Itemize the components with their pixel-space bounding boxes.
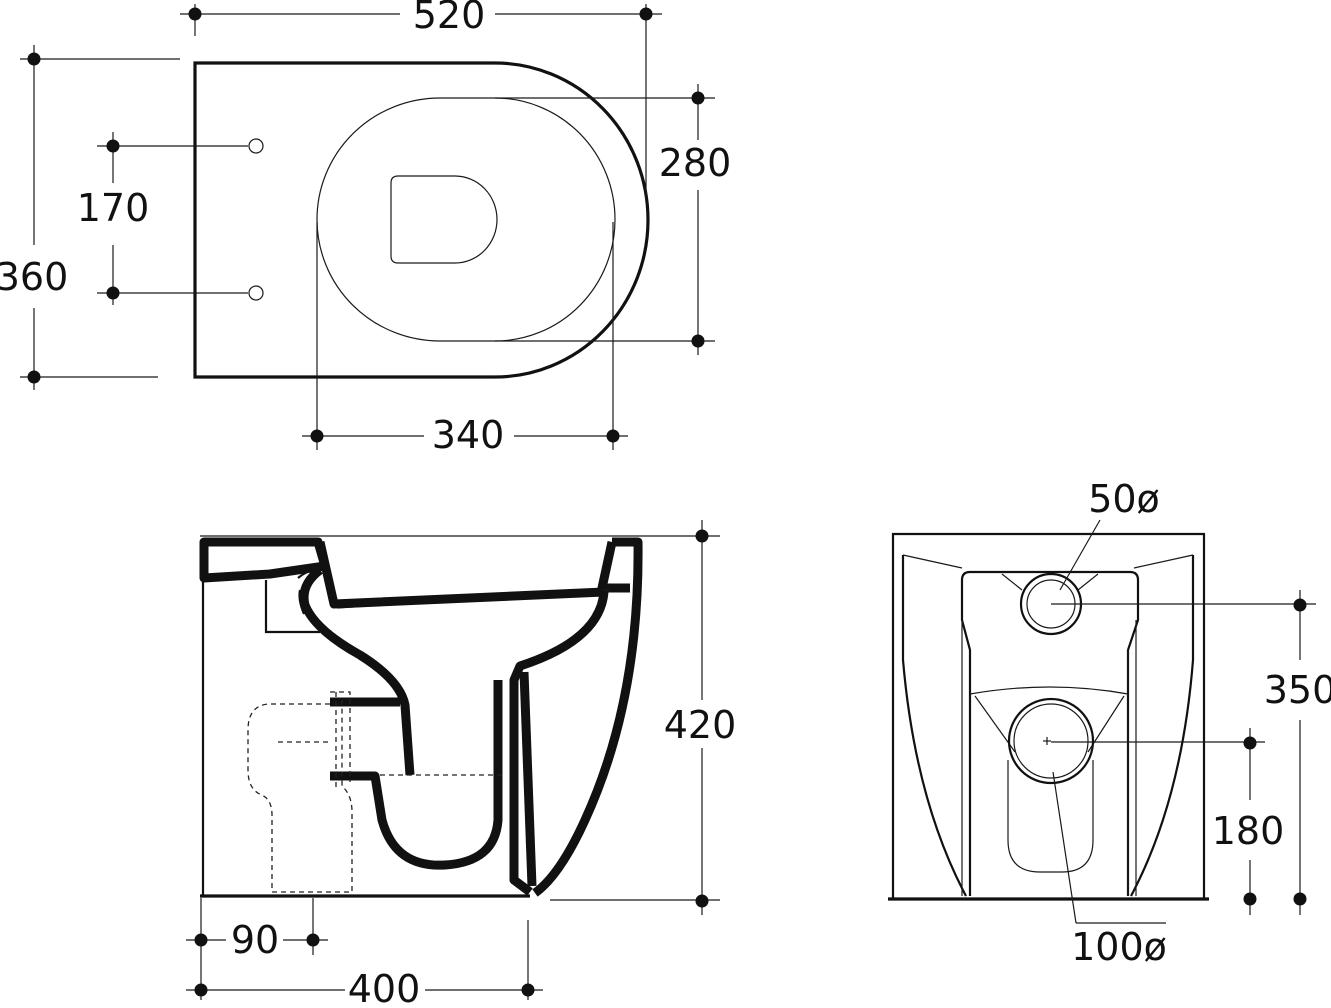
dim-180-label: 180 <box>1212 809 1285 853</box>
outlet-100-inner <box>1013 703 1089 779</box>
rear-view: 50ø 350 180 100ø <box>888 477 1331 969</box>
dim-90-label: 90 <box>231 918 279 962</box>
dim-360-label: 360 <box>0 255 68 299</box>
fixing-hole-upper <box>248 138 264 154</box>
outlet-100-outer <box>1007 697 1095 785</box>
dim-340-label: 340 <box>432 413 505 457</box>
top-view: 520 360 170 280 340 <box>0 0 731 457</box>
dim-50-diameter-label: 50ø <box>1088 477 1160 521</box>
dim-420-label: 420 <box>664 703 737 747</box>
dim-100-diameter-label: 100ø <box>1071 925 1167 969</box>
dim-280-label: 280 <box>659 141 732 185</box>
side-view: 420 90 400 <box>186 520 736 1008</box>
top-view-drain-opening <box>390 175 498 264</box>
side-view-trapway <box>509 591 609 896</box>
top-view-outline <box>193 61 650 379</box>
dim-400-label: 400 <box>348 967 421 1008</box>
top-view-bowl-rim <box>316 97 616 342</box>
dim-350-label: 350 <box>1264 668 1331 712</box>
rear-view-outline <box>891 532 1206 899</box>
fixing-hole-lower <box>248 285 264 301</box>
side-view-rear-block <box>199 537 330 583</box>
rear-view-inner-panel <box>960 570 1140 896</box>
dim-170-label: 170 <box>77 186 150 230</box>
dim-520-label: 520 <box>413 0 486 37</box>
side-view-front-profile <box>532 537 643 897</box>
